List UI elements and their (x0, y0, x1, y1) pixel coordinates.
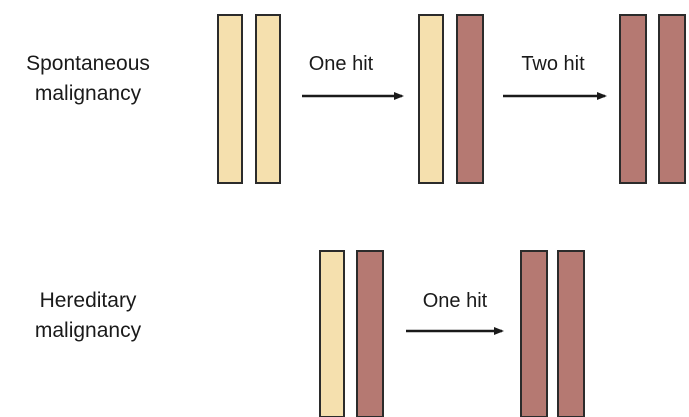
allele-bar (319, 250, 345, 417)
row-label-line-2: malignancy (35, 319, 142, 342)
row-label-line-1: Hereditary (40, 289, 137, 312)
step-arrow: One hit (406, 290, 504, 335)
step-label: One hit (423, 290, 488, 312)
row-hereditary: Hereditary malignancy One hit (35, 250, 585, 417)
allele-pair (619, 14, 686, 184)
allele-bar (619, 14, 647, 184)
allele-bar (356, 250, 384, 417)
step-label: One hit (309, 53, 374, 75)
allele-bar (557, 250, 585, 417)
step-arrow: One hit (302, 53, 404, 100)
allele-bar (658, 14, 686, 184)
allele-bar (456, 14, 484, 184)
allele-pair (520, 250, 585, 417)
allele-bar (418, 14, 444, 184)
row-label-line-1: Spontaneous (26, 52, 150, 75)
allele-pair (319, 250, 384, 417)
allele-pair (217, 14, 281, 184)
allele-bar (520, 250, 548, 417)
row-label-line-2: malignancy (35, 82, 142, 105)
allele-bar (217, 14, 243, 184)
allele-bar (255, 14, 281, 184)
row-spontaneous: Spontaneous malignancy One hit Two hit (26, 14, 686, 184)
allele-pair (418, 14, 484, 184)
step-arrow: Two hit (503, 53, 607, 100)
step-label: Two hit (521, 53, 585, 75)
